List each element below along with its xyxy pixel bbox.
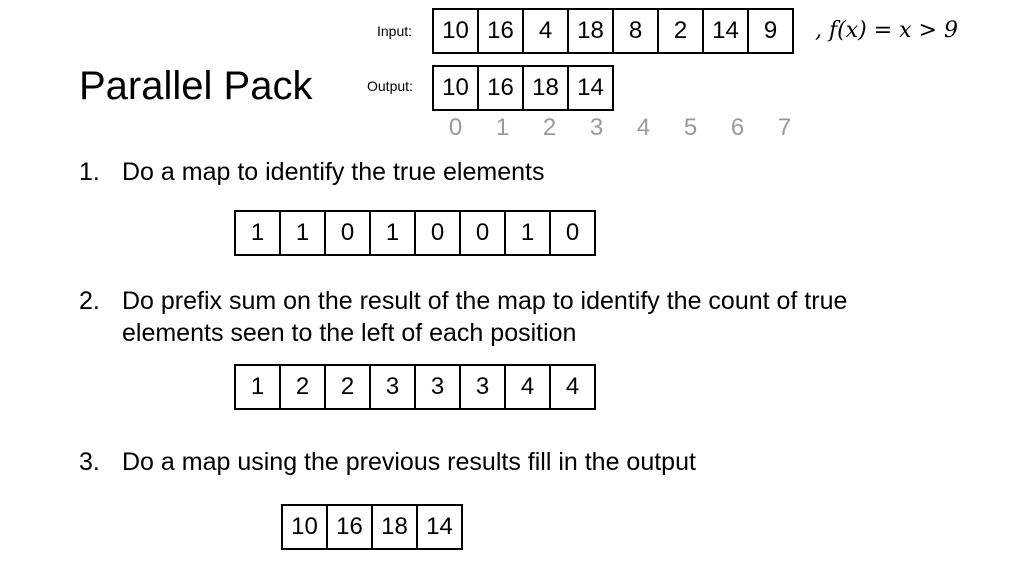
final-cell: 16 <box>326 504 373 550</box>
output-label: Output: <box>367 78 413 94</box>
index-label: 5 <box>683 114 698 141</box>
input-cell: 4 <box>522 8 569 54</box>
prefix-cell: 1 <box>234 364 281 410</box>
prefix-cell: 3 <box>459 364 506 410</box>
index-label: 7 <box>777 114 792 141</box>
prefix-sum-array: 1 2 2 3 3 3 4 4 <box>234 364 596 410</box>
prefix-cell: 4 <box>504 364 551 410</box>
prefix-cell: 2 <box>324 364 371 410</box>
step-number: 2. <box>79 287 100 315</box>
map-cell: 0 <box>414 210 461 256</box>
input-cell: 8 <box>612 8 659 54</box>
step-number: 1. <box>79 158 100 186</box>
page-title: Parallel Pack <box>79 64 313 108</box>
index-label: 1 <box>495 114 510 141</box>
map-cell: 1 <box>504 210 551 256</box>
final-cell: 10 <box>281 504 328 550</box>
input-cell: 18 <box>567 8 614 54</box>
index-label: 3 <box>589 114 604 141</box>
step-2: 2. Do prefix sum on the result of the ma… <box>79 285 959 351</box>
input-cell: 14 <box>702 8 749 54</box>
map-cell: 1 <box>279 210 326 256</box>
prefix-cell: 3 <box>414 364 461 410</box>
output-cell: 10 <box>432 65 479 111</box>
input-cell: 16 <box>477 8 524 54</box>
index-label: 6 <box>730 114 745 141</box>
index-label: 4 <box>636 114 651 141</box>
step-text: Do a map using the previous results fill… <box>122 448 696 476</box>
index-label: 2 <box>542 114 557 141</box>
map-result-array: 1 1 0 1 0 0 1 0 <box>234 210 596 256</box>
prefix-cell: 4 <box>549 364 596 410</box>
output-cell: 18 <box>522 65 569 111</box>
input-cell: 9 <box>747 8 794 54</box>
map-cell: 1 <box>234 210 281 256</box>
input-cell: 2 <box>657 8 704 54</box>
map-cell: 0 <box>459 210 506 256</box>
prefix-cell: 2 <box>279 364 326 410</box>
final-cell: 18 <box>371 504 418 550</box>
input-array: 10 16 4 18 8 2 14 9 <box>432 8 794 54</box>
predicate-formula: , f(x) = x > 9 <box>815 18 958 43</box>
output-array: 10 16 18 14 <box>432 65 614 111</box>
step-text: Do a map to identify the true elements <box>122 158 545 186</box>
step-number: 3. <box>79 448 100 476</box>
final-output-array: 10 16 18 14 <box>281 504 463 550</box>
map-cell: 1 <box>369 210 416 256</box>
map-cell: 0 <box>324 210 371 256</box>
index-label: 0 <box>448 114 463 141</box>
output-cell: 16 <box>477 65 524 111</box>
output-cell: 14 <box>567 65 614 111</box>
input-cell: 10 <box>432 8 479 54</box>
input-label: Input: <box>377 23 413 39</box>
prefix-cell: 3 <box>369 364 416 410</box>
step-1: 1. Do a map to identify the true element… <box>79 156 979 190</box>
step-text: Do prefix sum on the result of the map t… <box>122 287 848 347</box>
map-cell: 0 <box>549 210 596 256</box>
index-labels: 0 1 2 3 4 5 6 7 <box>432 114 808 142</box>
step-3: 3. Do a map using the previous results f… <box>79 446 979 480</box>
final-cell: 14 <box>416 504 463 550</box>
